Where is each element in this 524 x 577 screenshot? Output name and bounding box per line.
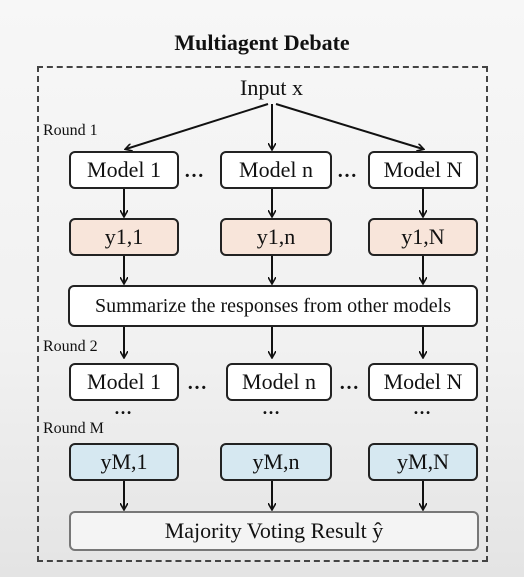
round1-model-n: Model n [220, 151, 332, 189]
response-y-1-1: y1,1 [69, 218, 179, 256]
round2-model-N: Model N [368, 363, 478, 401]
vertical-ellipsis-N: … [413, 398, 433, 418]
round1-model-1: Model 1 [69, 151, 179, 189]
ellipsis-r2-a: … [187, 372, 208, 394]
ellipsis-r1-b: … [337, 160, 358, 182]
vertical-ellipsis-1: … [114, 398, 134, 418]
round-2-label: Round 2 [43, 338, 98, 355]
round1-model-N: Model N [368, 151, 478, 189]
round2-model-1: Model 1 [69, 363, 179, 401]
round-1-label: Round 1 [43, 122, 98, 139]
arrow-input-to-model-1 [126, 103, 269, 149]
arrow-input-to-model-N [275, 103, 423, 149]
round-M-label: Round M [43, 420, 104, 437]
diagram-title: Multiagent Debate [174, 30, 350, 55]
ellipsis-r1-a: … [184, 160, 205, 182]
round2-model-n: Model n [226, 363, 332, 401]
response-y-M-N: yM,N [368, 443, 478, 481]
majority-voting-result-box: Majority Voting Result ŷ [69, 511, 479, 551]
response-y-1-n: y1,n [220, 218, 332, 256]
vertical-ellipsis-n: … [262, 398, 282, 418]
debate-frame [37, 66, 488, 562]
input-label-text: Input x [240, 75, 303, 100]
response-y-M-1: yM,1 [69, 443, 179, 481]
summarize-box: Summarize the responses from other model… [68, 285, 478, 327]
response-y-1-N: y1,N [368, 218, 478, 256]
response-y-M-n: yM,n [220, 443, 332, 481]
ellipsis-r2-b: … [339, 372, 360, 394]
input-x-label: Input x [240, 75, 303, 101]
